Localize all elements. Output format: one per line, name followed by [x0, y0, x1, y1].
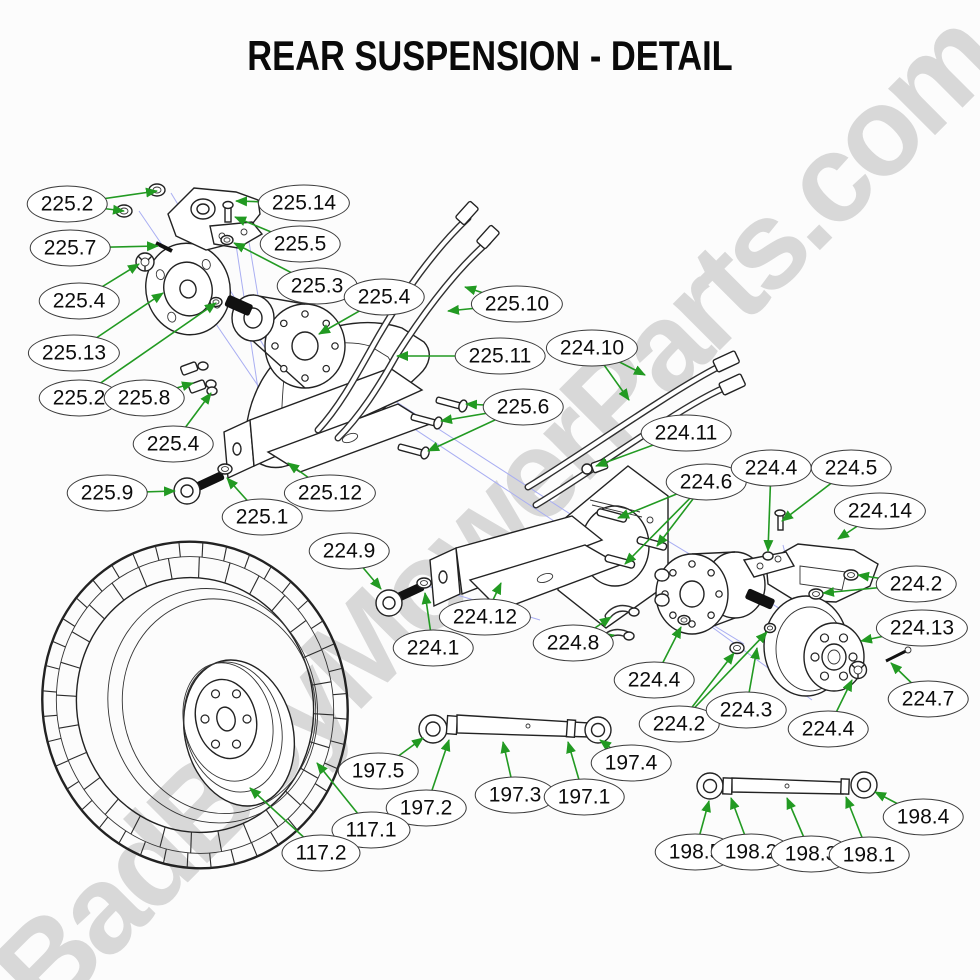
washer — [762, 551, 774, 561]
callout-225-9: 225.9 — [66, 474, 148, 512]
callout-224-14: 224.14 — [833, 492, 927, 530]
callout-197-4: 197.4 — [590, 744, 672, 782]
callout-225-4-b: 225.4 — [132, 425, 214, 463]
motor-shaft-spline — [224, 295, 253, 316]
hose-clevis-fitting — [581, 458, 609, 475]
callout-225-7: 225.7 — [29, 229, 111, 267]
hex-nut — [416, 577, 432, 589]
hub-lug-holes — [810, 633, 858, 681]
hex-nut — [763, 622, 777, 634]
callout-225-13: 225.13 — [27, 334, 121, 372]
callout-198-4: 198.4 — [882, 798, 964, 836]
hex-nut — [843, 569, 859, 581]
rod-end-right — [375, 582, 425, 617]
motor-port — [654, 568, 670, 582]
callout-225-6: 225.6 — [482, 388, 564, 426]
callout-197-5: 197.5 — [337, 752, 419, 790]
callout-224-9: 224.9 — [308, 532, 390, 570]
callout-198-1: 198.1 — [828, 836, 910, 874]
callout-224-8: 224.8 — [532, 624, 614, 662]
callout-224-4-c: 224.4 — [787, 710, 869, 748]
callout-224-3: 224.3 — [705, 691, 787, 729]
motor-bolt-circle — [661, 560, 723, 628]
hose-fitting — [712, 350, 740, 373]
wheel-motor-left — [224, 294, 346, 389]
tire — [41, 540, 349, 870]
motor-shaft-spline — [745, 588, 775, 610]
receiver-arm-right — [429, 515, 622, 611]
callout-197-1: 197.1 — [543, 778, 625, 816]
hex-nut — [677, 614, 691, 626]
callout-224-7: 224.7 — [887, 680, 969, 718]
cotter-pin — [885, 646, 912, 663]
pivot-bracket-left — [167, 187, 264, 251]
rod-end-left — [173, 471, 225, 505]
callout-117-2: 117.2 — [281, 834, 361, 872]
callout-225-1: 225.1 — [221, 498, 303, 536]
flange-nut — [148, 183, 166, 197]
disc-guard-left — [145, 242, 231, 336]
callout-224-13: 224.13 — [875, 609, 969, 647]
callout-224-10: 224.10 — [545, 329, 639, 367]
callout-225-5: 225.5 — [259, 225, 341, 263]
callout-224-2-a: 224.2 — [875, 565, 957, 603]
callout-224-1: 224.1 — [392, 629, 474, 667]
wheel-hub — [763, 595, 865, 697]
callout-225-2-a: 225.2 — [26, 185, 108, 223]
callout-225-4-a: 225.4 — [38, 282, 120, 320]
callout-225-14: 225.14 — [257, 184, 351, 222]
rim-lug-holes — [200, 689, 252, 749]
hex-nut — [220, 234, 234, 246]
washer-small — [206, 386, 218, 396]
callout-224-4-a: 224.4 — [730, 449, 812, 487]
callout-225-12: 225.12 — [283, 474, 377, 512]
tie-rod-front — [418, 714, 612, 744]
motor-port — [654, 593, 670, 607]
hex-nut — [217, 463, 233, 475]
callout-224-11: 224.11 — [640, 414, 732, 452]
callout-197-2: 197.2 — [385, 789, 467, 827]
hose-fitting — [476, 224, 500, 250]
page-title: REAR SUSPENSION - DETAIL — [247, 32, 733, 79]
pivot-bracket-right — [742, 509, 879, 603]
castle-nut-left — [135, 252, 155, 272]
hex-nut — [808, 588, 824, 600]
callout-225-8: 225.8 — [103, 379, 185, 417]
hose-fitting — [455, 200, 479, 226]
callout-197-3: 197.3 — [474, 776, 556, 814]
tire-tread-pattern — [42, 542, 348, 868]
callout-225-4-c: 225.4 — [343, 278, 425, 316]
left-suspension-assembly — [115, 183, 500, 505]
callout-225-10: 225.10 — [470, 285, 564, 323]
callout-224-5: 224.5 — [810, 449, 892, 487]
castle-nut-right — [848, 660, 868, 680]
hose-fitting — [718, 373, 746, 396]
callout-224-6: 224.6 — [665, 463, 747, 501]
callout-224-4-b: 224.4 — [613, 661, 695, 699]
callout-224-12: 224.12 — [438, 598, 532, 636]
hex-nut — [729, 641, 745, 655]
hose-pair-left — [314, 200, 500, 442]
callout-225-11: 225.11 — [454, 337, 546, 375]
wheel-rim — [182, 659, 296, 807]
tie-rod-rear — [696, 771, 878, 800]
clevis-pins — [596, 508, 668, 569]
